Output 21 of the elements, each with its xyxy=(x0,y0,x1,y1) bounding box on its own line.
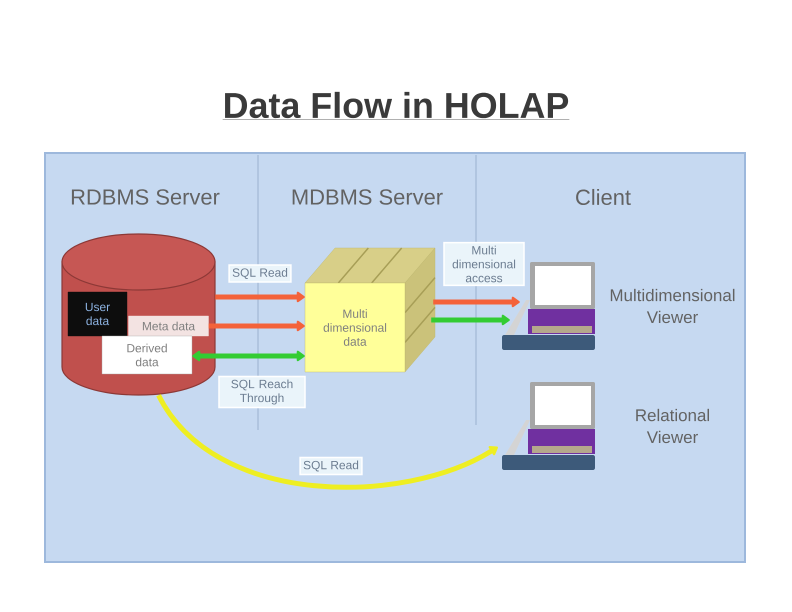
viewer-label: Relational Viewer xyxy=(636,408,709,444)
edge-label: SQL Reach Through xyxy=(218,376,306,408)
data-box: Derived data xyxy=(102,336,192,374)
data-cube: Multi dimensional data xyxy=(304,248,436,372)
column-heading: MDBMS Server xyxy=(292,189,443,205)
edge-label: Multi dimensional access xyxy=(443,242,525,286)
arrow xyxy=(215,292,305,302)
column-heading: RDBMS Server xyxy=(72,189,220,205)
edge-label: SQL Read xyxy=(299,456,363,476)
data-box: Meta data xyxy=(128,316,209,336)
arrow xyxy=(156,394,498,490)
title: Data Flow in HOLAP xyxy=(222,92,570,120)
laptop xyxy=(502,382,595,470)
data-box: User data xyxy=(68,292,128,336)
column-heading: Client xyxy=(576,188,631,206)
viewer-label: Multidimensional Viewer xyxy=(610,288,734,324)
double-arrow xyxy=(192,350,305,362)
edge-label: SQL Read xyxy=(228,264,292,283)
arrow xyxy=(431,314,510,326)
arrow xyxy=(433,296,520,308)
arrow xyxy=(208,320,305,332)
